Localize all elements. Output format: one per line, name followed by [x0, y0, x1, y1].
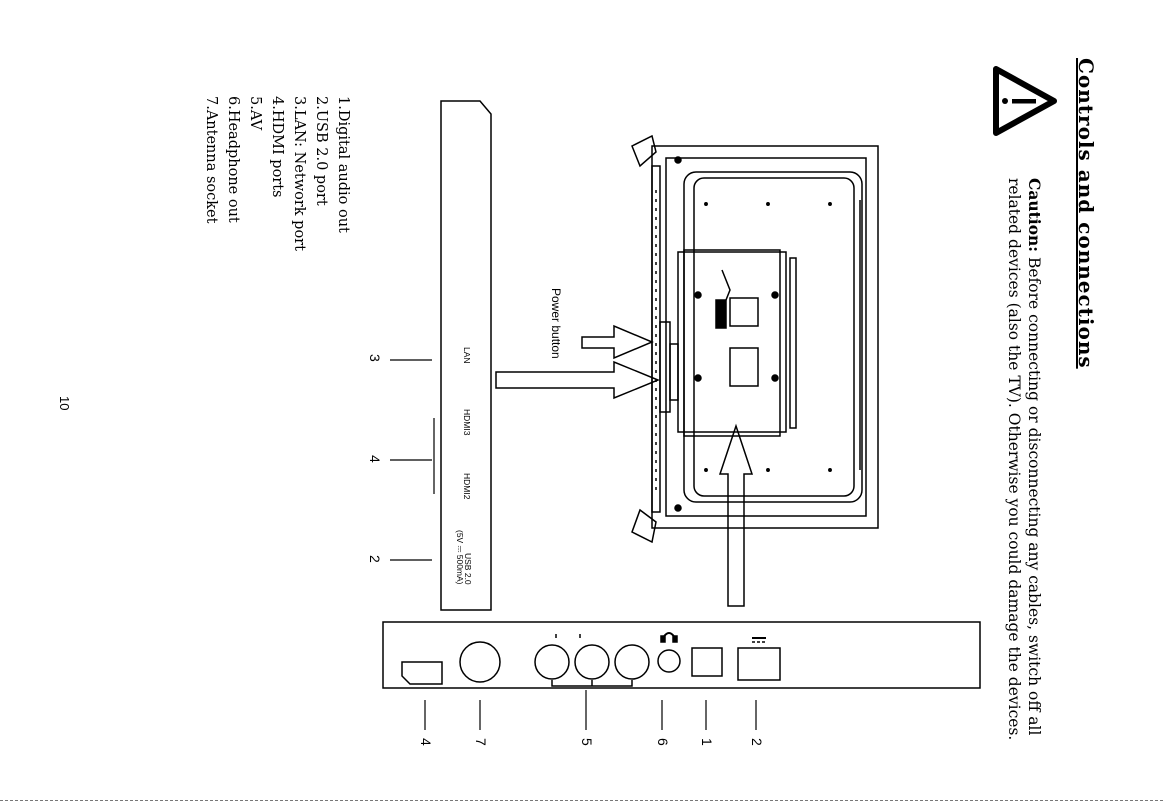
bottom-callout-lines — [424, 690, 757, 730]
callout-bottom-1: 1 — [699, 738, 715, 746]
callout-side-3: 3 — [367, 354, 383, 362]
usb-label-2: (5V ⎓ 500mA) — [455, 530, 465, 585]
legend-item-3: 3.LAN: Network port — [291, 96, 307, 251]
side-port-label-lan: LAN — [462, 347, 472, 364]
page-title: Controls and connections — [1074, 58, 1098, 369]
caution-line-1: Caution: Before connecting or disconnect… — [1024, 178, 1044, 735]
warning-icon — [993, 66, 1057, 136]
callout-bottom-4: 4 — [418, 738, 434, 746]
power-button-label: Power button — [549, 288, 563, 359]
callout-bottom-5: 5 — [579, 738, 595, 746]
caution-text-1: Before connecting or disconnecting any c… — [1025, 256, 1043, 736]
side-callout-lines — [390, 359, 435, 561]
caution-line-2: related devices (also the TV). Otherwise… — [1005, 178, 1023, 741]
callout-side-2: 2 — [367, 555, 383, 563]
callout-bottom-2: 2 — [749, 738, 765, 746]
legend-item-4: 4.HDMI ports — [269, 96, 285, 198]
legend-item-2: 2.USB 2.0 port — [313, 96, 329, 206]
legend-item-7: 7.Antenna socket — [203, 96, 219, 224]
side-connector-panel — [440, 100, 492, 611]
callout-bottom-7: 7 — [473, 738, 489, 746]
callout-side-4: 4 — [367, 455, 383, 463]
side-port-label-hdmi3: HDMI3 — [462, 409, 472, 436]
callout-bottom-6: 6 — [655, 738, 671, 746]
legend-item-1: 1.Digital audio out — [335, 96, 351, 233]
page-number: 10 — [57, 396, 72, 411]
caution-label: Caution: — [1025, 178, 1044, 253]
legend-item-6: 6.Headphone out — [225, 96, 241, 223]
side-port-label-hdmi2: HDMI2 — [462, 473, 472, 500]
legend-item-5: 5.AV — [247, 96, 263, 131]
bottom-connector-panel — [382, 621, 981, 689]
page-bottom-border — [0, 800, 1163, 801]
tv-rear-diagram — [495, 134, 879, 607]
